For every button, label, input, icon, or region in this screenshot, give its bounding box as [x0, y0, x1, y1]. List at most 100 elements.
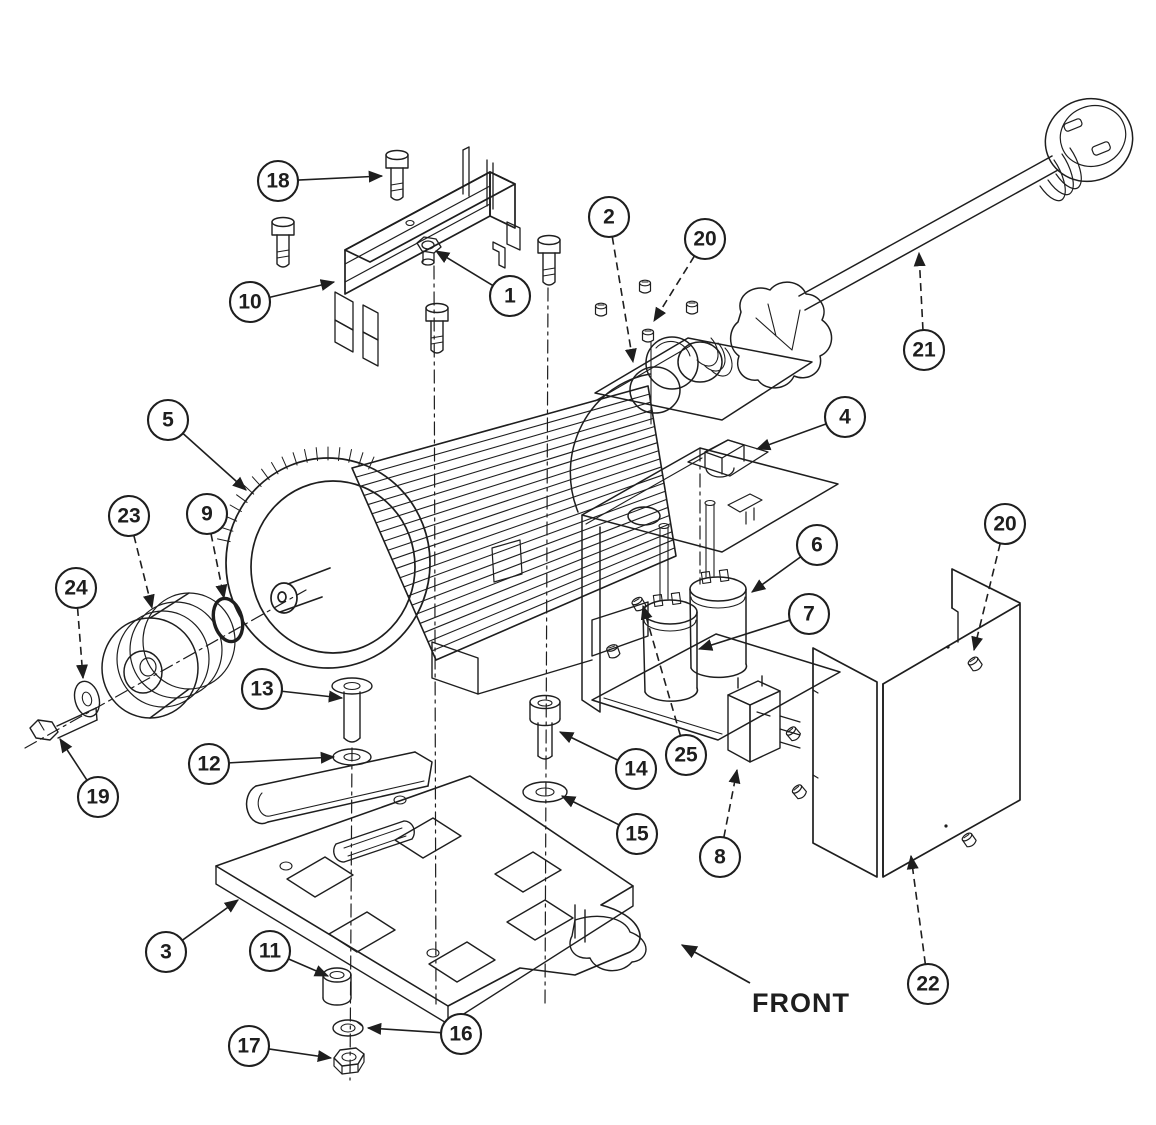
switch [727, 675, 801, 763]
balloon-number: 2 [603, 206, 615, 229]
flange-nut [416, 236, 442, 266]
leader-line [723, 768, 741, 838]
callout-4: 4 [755, 395, 867, 451]
balloon-number: 10 [238, 291, 261, 314]
leader-line [558, 731, 619, 761]
cord-line-1 [798, 155, 1053, 297]
motor-body [216, 373, 677, 695]
leader-line [611, 236, 637, 364]
balloon-number: 13 [250, 678, 273, 701]
callout-17: 17 [227, 1024, 333, 1068]
motor-fin-outline [351, 385, 677, 661]
hex-bolt [271, 216, 295, 268]
balloon-circle [795, 523, 839, 567]
balloon-number: 8 [714, 846, 726, 869]
cord-line-2 [804, 169, 1059, 311]
balloon-circle [76, 775, 120, 819]
balloon-circle [240, 667, 284, 711]
balloon-number: 20 [993, 513, 1016, 536]
washer-24 [73, 680, 101, 718]
cover [812, 568, 1021, 878]
small-screw [641, 328, 655, 343]
balloon-circle [615, 812, 659, 856]
balloon-circle [823, 395, 867, 439]
motor-face-outer [225, 457, 431, 669]
balloon-circle [683, 217, 727, 261]
leader-line [181, 899, 239, 941]
motor-nameplate [491, 539, 523, 583]
pulley-hub [123, 650, 163, 694]
hex-bolt-19 [29, 707, 98, 741]
callout-5: 5 [146, 398, 247, 491]
callout-2: 2 [587, 195, 637, 364]
hex-bolt [537, 234, 561, 286]
balloon-circle [787, 592, 831, 636]
front-label: FRONT [752, 988, 850, 1018]
bracket-hole [405, 219, 415, 227]
balloon-number: 6 [811, 534, 823, 557]
balloon-number: 18 [266, 170, 290, 193]
motor-fins [352, 386, 676, 660]
balloon-number: 17 [237, 1035, 260, 1058]
leader-line [755, 423, 827, 451]
balloon-number: 14 [624, 758, 648, 781]
plate-foot-extension [569, 904, 647, 972]
small-screw [961, 832, 977, 848]
leader-line [640, 604, 682, 737]
balloon-circle [185, 492, 229, 536]
balloon-number: 20 [693, 228, 716, 251]
box-left-wall [581, 514, 601, 713]
plug [1044, 97, 1134, 183]
balloon-circle [983, 502, 1027, 546]
balloon-number: 15 [625, 823, 649, 846]
motor-rim-hatch [216, 446, 375, 543]
callout-16: 16 [366, 1012, 483, 1056]
capacitor-2 [689, 568, 748, 679]
small-screw [638, 279, 652, 294]
small-screw [785, 726, 801, 742]
hex-bolt [385, 149, 409, 201]
box-bottom-tray [591, 633, 841, 741]
small-screw [594, 302, 608, 317]
callout-19: 19 [59, 737, 120, 819]
balloon-number: 5 [162, 409, 174, 432]
leader-line [288, 958, 330, 977]
leader-line [366, 1022, 442, 1035]
leader-line [281, 690, 344, 703]
leader-line [297, 170, 384, 183]
small-screw [791, 784, 807, 800]
hex-bolt [425, 302, 449, 354]
balloon-circle [107, 494, 151, 538]
capacitor-screws [658, 499, 716, 601]
balloon-number: 11 [259, 940, 282, 963]
capacitor-1 [642, 591, 699, 702]
o-ring-9 [211, 596, 245, 644]
plate-holes [279, 795, 574, 983]
callout-23: 23 [107, 494, 155, 610]
callout-8: 8 [698, 768, 742, 879]
callout-10: 10 [228, 279, 336, 324]
balloon-circle [227, 1024, 271, 1068]
balloon-circle [902, 328, 946, 372]
leader-line [268, 1048, 333, 1063]
pulley [101, 592, 236, 719]
balloon-number: 12 [197, 753, 220, 776]
leader-line [269, 279, 336, 299]
hex-bolts [271, 149, 561, 354]
cord-plate [594, 337, 813, 421]
callout-25: 25 [640, 604, 708, 777]
hex-nut-17 [333, 1047, 365, 1075]
base-plate [215, 751, 647, 1025]
centerlines [24, 265, 701, 1081]
motor-rear-bell [569, 373, 651, 513]
callout-14: 14 [558, 731, 658, 791]
balloon-circle [664, 733, 708, 777]
leader-line [560, 795, 620, 826]
balloon-circle [187, 742, 231, 786]
balloon-number: 22 [916, 973, 939, 996]
balloon-number: 7 [803, 603, 815, 626]
leader-line [182, 432, 247, 491]
flathead-bolt-13 [331, 677, 373, 743]
